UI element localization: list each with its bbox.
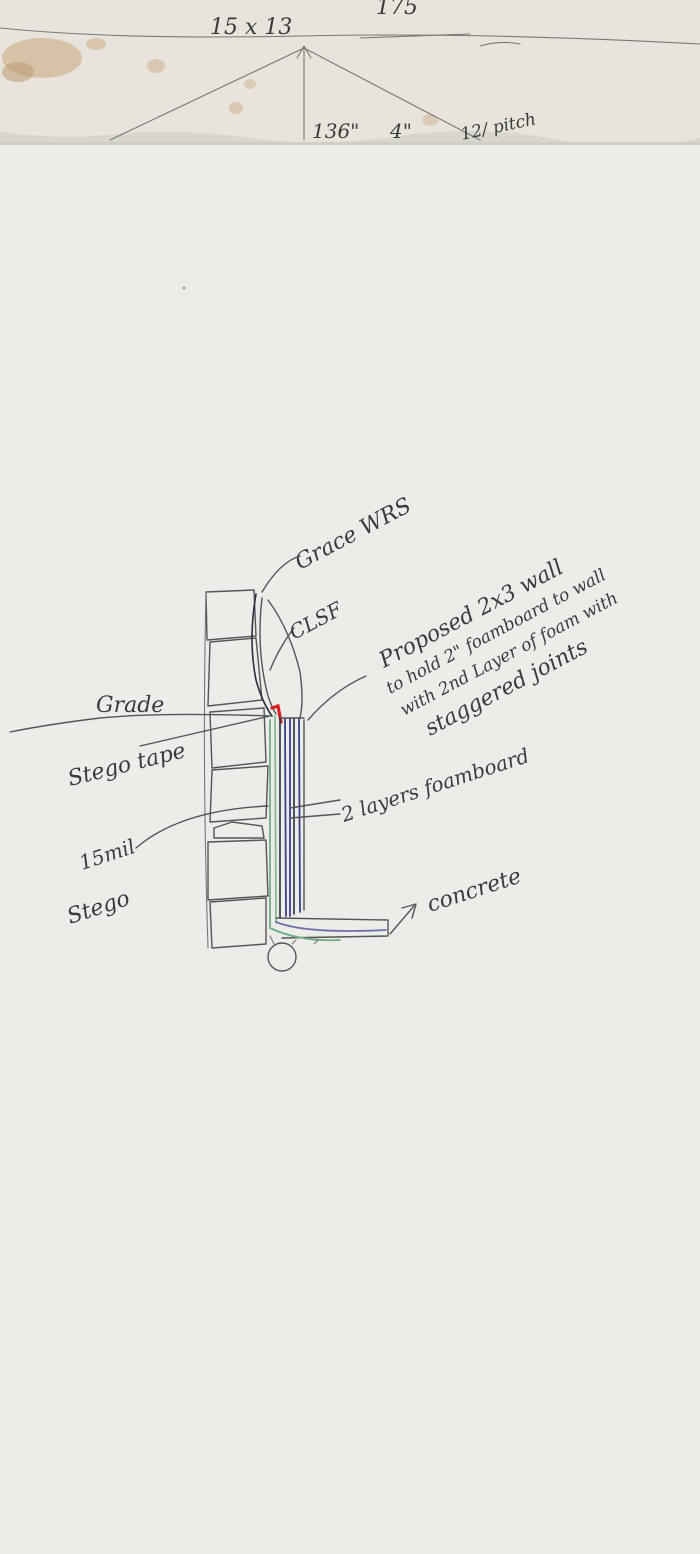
water-stain	[86, 38, 106, 50]
insulation-layers	[269, 715, 305, 929]
leader-proposal	[307, 675, 367, 721]
water-stain	[229, 102, 243, 114]
leader-grace-wrs	[261, 555, 301, 593]
leader-foamboard	[289, 799, 341, 819]
measure-136-text: 136"	[312, 119, 359, 143]
measure-4-text: 4"	[389, 119, 412, 143]
water-stain	[2, 62, 34, 82]
top-number-text: 175	[376, 0, 418, 20]
water-stain	[147, 59, 165, 73]
top-paper-sheet: 15 x 13 175 136" 4" 12/ pitch	[0, 0, 700, 148]
main-paper-sheet	[0, 142, 700, 1554]
label-grade: Grade	[96, 693, 164, 718]
arrow-head-icon	[296, 45, 312, 59]
stone-wall	[203, 589, 269, 949]
leader-clsf	[269, 627, 295, 671]
leader-15mil-stego	[135, 805, 269, 849]
water-stain	[422, 114, 438, 126]
top-dimension-text: 15 x 13	[210, 15, 292, 40]
water-stain	[244, 79, 256, 89]
leader-concrete	[389, 905, 415, 935]
leader-stego-tape	[139, 715, 271, 747]
clsf-backfill	[267, 599, 303, 719]
grade-line	[9, 713, 271, 733]
grace-wrs-membrane	[251, 593, 273, 717]
drain-pipe	[267, 942, 297, 972]
concrete-slab	[269, 917, 389, 945]
stego-tape-mark	[270, 703, 283, 724]
arrow-head-icon	[401, 903, 417, 919]
